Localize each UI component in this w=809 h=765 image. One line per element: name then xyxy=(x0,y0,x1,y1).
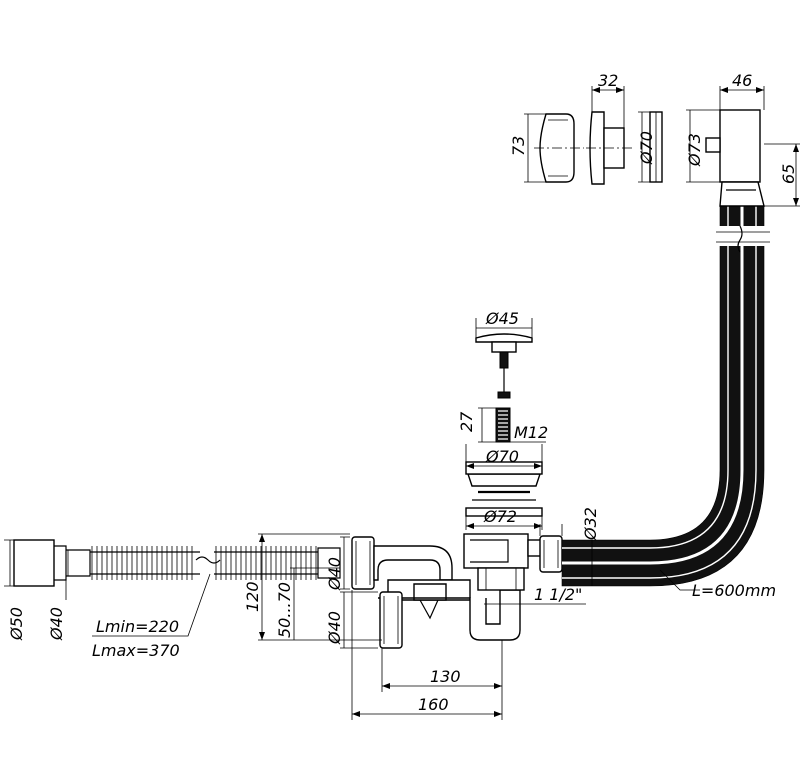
dim-d45: Ø45 xyxy=(485,309,519,328)
dim-d73-top: Ø73 xyxy=(685,133,704,167)
hose-gap-top xyxy=(712,225,772,253)
dim-h65-top: 65 xyxy=(779,164,798,184)
dim-thread: 1 1/2" xyxy=(534,585,582,604)
overflow-cap xyxy=(534,113,584,183)
dim-d70-strainer: Ø70 xyxy=(485,447,519,466)
dimension-layer: Ø50 Ø40 Lmin=220 Lmax=370 120 50...70 Ø4… xyxy=(4,71,800,720)
hose-break-symbol xyxy=(195,556,221,564)
dim-d72: Ø72 xyxy=(483,507,517,526)
drain-tee xyxy=(463,533,529,591)
dim-lmin: Lmin=220 xyxy=(96,617,179,636)
dim-d40-trap: Ø40 xyxy=(325,611,344,645)
trap-nut-left xyxy=(351,536,375,590)
overflow-body xyxy=(705,109,765,207)
corrugated-hose-right xyxy=(214,546,341,580)
dim-w130: 130 xyxy=(430,667,461,686)
strainer-flange xyxy=(465,461,543,501)
dim-d50: Ø50 xyxy=(7,607,26,641)
dim-length600: L=600mm xyxy=(692,581,776,600)
dim-d70-top: Ø70 xyxy=(637,131,656,165)
dimension-arrows xyxy=(259,87,799,717)
trap-nut-bottom xyxy=(379,591,403,649)
dim-h27: 27 xyxy=(457,411,476,432)
dim-w46-top: 46 xyxy=(732,71,752,90)
dim-w160: 160 xyxy=(418,695,449,714)
plug-stem xyxy=(497,351,511,399)
corrugated-hose-left xyxy=(90,546,200,580)
dim-m12: M12 xyxy=(514,423,548,442)
spring-m12 xyxy=(495,407,511,443)
dim-d40-left: Ø40 xyxy=(47,607,66,641)
dim-h120: 120 xyxy=(243,581,262,612)
dim-lmax: Lmax=370 xyxy=(92,641,180,660)
outlet-adapter xyxy=(13,539,91,587)
overflow-flange xyxy=(586,111,632,185)
dim-d40-outlet: Ø40 xyxy=(325,557,344,591)
overflow-gasket xyxy=(649,111,663,183)
dim-h50-70: 50...70 xyxy=(275,582,294,638)
dim-d32: Ø32 xyxy=(581,507,600,541)
plug-cap xyxy=(475,333,533,353)
dim-w32-top: 32 xyxy=(598,71,618,90)
overflow-connector xyxy=(527,535,563,573)
dim-h73-cap: 73 xyxy=(509,136,528,156)
